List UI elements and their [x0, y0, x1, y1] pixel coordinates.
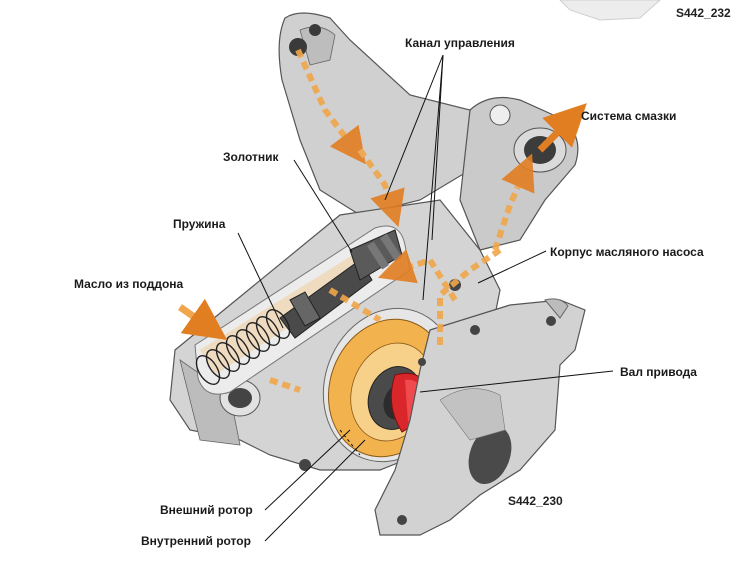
- spring: [195, 309, 291, 385]
- outlet-boss: [459, 97, 579, 251]
- oil-flow-paths: [269, 48, 535, 393]
- lubrication-outlet-arrow: [537, 103, 587, 153]
- label-lubrication-system: Система смазки: [581, 109, 677, 123]
- label-oil-pump-housing: Корпус масляного насоса: [550, 245, 704, 259]
- label-spool: Золотник: [223, 150, 279, 164]
- leader-lines: [237, 54, 614, 542]
- label-oil-from-sump: Масло из поддона: [74, 277, 184, 291]
- label-inner-rotor: Внутренний ротор: [141, 534, 251, 548]
- label-drive-shaft: Вал привода: [620, 365, 697, 379]
- figure-code-top: S442_232: [676, 6, 731, 20]
- corner-fragment: [559, 0, 661, 21]
- sump-inlet-arrow: [177, 298, 228, 341]
- label-outer-rotor: Внешний ротор: [160, 503, 253, 517]
- upper-arm-bolt-hole: [289, 38, 307, 56]
- label-control-channel: Канал управления: [405, 36, 515, 50]
- label-spring: Пружина: [173, 217, 226, 231]
- figure-code-bottom: S442_230: [508, 494, 563, 508]
